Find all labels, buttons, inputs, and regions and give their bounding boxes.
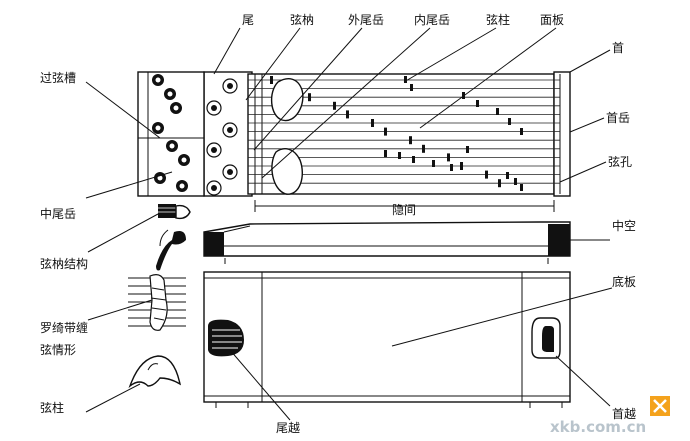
side-view: [203, 221, 571, 264]
groove-knot-center: [155, 77, 161, 83]
label-knot-structure: 弦枘结构: [40, 256, 88, 271]
leader-lines: [85, 27, 613, 421]
label-bridge-bottom: 弦柱: [40, 400, 64, 415]
label-tail: 尾: [242, 13, 254, 27]
bridge-mark: [410, 84, 413, 91]
bridge-mark: [333, 101, 336, 110]
bridge-mark: [496, 108, 499, 115]
left-details: [128, 71, 205, 389]
luo-wrap-band: [149, 274, 168, 331]
label-head-yue: 首越: [612, 407, 636, 421]
groove-knot-center: [167, 91, 173, 97]
bridge-mark: [466, 146, 469, 153]
bridge-mark: [384, 127, 387, 136]
bridge-mark: [308, 93, 311, 102]
label-string-knot: 弦枘: [290, 12, 314, 27]
bridge-mark: [398, 152, 401, 159]
bottom-view: [203, 271, 571, 408]
label-middle-tail-bridge: 中尾岳: [40, 206, 76, 221]
bridge-mark: [404, 76, 407, 83]
bridge-mark: [371, 119, 374, 127]
bridge-mark: [520, 128, 523, 135]
bridge-mark: [384, 150, 387, 157]
tail-yue-shape: [208, 319, 244, 357]
bridge-mark: [476, 100, 479, 107]
bridge-mark: [485, 170, 488, 179]
groove-knot-center: [181, 157, 187, 163]
bridge-mark: [346, 110, 349, 119]
bridge-piece: [128, 355, 182, 389]
label-head: 首: [612, 41, 624, 55]
bottom-board-outline: [203, 271, 571, 403]
string-knots: [206, 78, 238, 196]
label-bottom-board: 底板: [612, 274, 636, 289]
label-face-board: 面板: [540, 13, 564, 27]
head-end: [553, 71, 571, 197]
bridge-mark: [270, 76, 273, 84]
bridge-mark: [514, 178, 517, 185]
label-head-bridge: 首岳: [606, 111, 630, 125]
labels: 尾 弦枘 外尾岳 内尾岳 弦柱 面板 首 首岳 弦孔 过弦槽 中尾岳 弦枘结构 …: [40, 12, 636, 435]
label-hollow: 中空: [612, 218, 636, 233]
side-body: [203, 221, 571, 257]
ornament-upper: [271, 78, 304, 122]
label-luo-wrap-1: 罗绮带缠: [40, 320, 88, 335]
label-string-groove: 过弦槽: [40, 70, 76, 85]
knot-center: [211, 105, 217, 111]
knot-center: [227, 127, 233, 133]
label-luo-wrap-2: 弦情形: [40, 342, 76, 357]
groove-knot-center: [155, 125, 161, 131]
bridge-mark: [447, 153, 450, 162]
bridge-mark: [412, 156, 415, 163]
bridge-mark: [508, 118, 511, 125]
watermark-text: xkb.com.cn: [550, 418, 646, 436]
knot-center: [211, 185, 217, 191]
bridge-mark: [409, 136, 412, 145]
label-tail-yue: 尾越: [276, 421, 300, 435]
bridge-mark: [506, 172, 509, 179]
bridge-mark: [520, 184, 523, 191]
label-outer-tail-bridge: 外尾岳: [348, 13, 384, 27]
knot-center: [211, 147, 217, 153]
label-hidden-space: 隐间: [392, 203, 416, 217]
bridge-mark: [450, 164, 453, 171]
bridge-mark: [460, 162, 463, 170]
knot-center: [227, 83, 233, 89]
side-tail-dark: [204, 232, 224, 256]
knot-tie-drawing: [156, 231, 186, 271]
knot-center: [227, 169, 233, 175]
knot-structure-piece: [158, 204, 176, 218]
label-string-hole: 弦孔: [608, 154, 632, 169]
bridge-mark: [432, 160, 435, 167]
ornament-lower: [271, 148, 304, 195]
groove-knot-center: [169, 143, 175, 149]
bridge-mark: [422, 144, 425, 153]
movable-bridges: [270, 76, 523, 191]
bridge-mark: [498, 179, 501, 188]
groove-knot-center: [157, 175, 163, 181]
label-inner-tail-bridge: 内尾岳: [414, 13, 450, 27]
groove-knot-center: [179, 183, 185, 189]
groove-knot-center: [173, 105, 179, 111]
top-view: [203, 71, 571, 212]
label-bridge-top: 弦柱: [486, 12, 510, 27]
